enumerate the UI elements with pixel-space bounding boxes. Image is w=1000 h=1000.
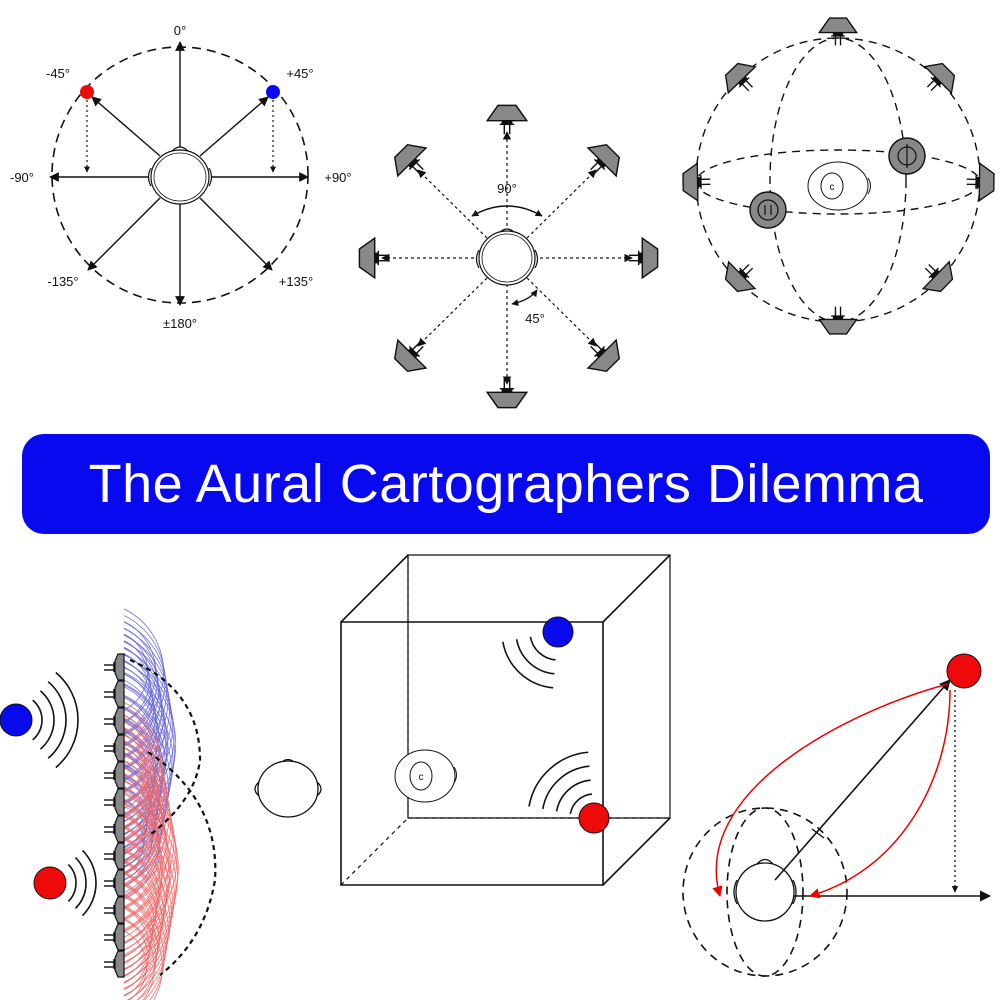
speaker-icon bbox=[682, 161, 711, 202]
speaker-icon bbox=[104, 734, 125, 762]
label-plus45: +45° bbox=[286, 66, 313, 81]
ring-arrows bbox=[381, 131, 633, 385]
speaker-icon bbox=[923, 62, 956, 95]
label-90deg: 90° bbox=[497, 181, 517, 196]
source-arcs bbox=[502, 636, 593, 815]
sphere-speakers bbox=[682, 17, 995, 335]
head-top-view bbox=[475, 228, 539, 286]
label-minus45: -45° bbox=[46, 66, 70, 81]
label-180: ±180° bbox=[163, 316, 197, 331]
blue-wave-envelope bbox=[129, 658, 202, 836]
head-standalone bbox=[254, 758, 322, 818]
label-plus90: +90° bbox=[324, 170, 351, 185]
head-top-view bbox=[147, 146, 213, 205]
speaker-icon bbox=[104, 950, 125, 978]
speaker-icon bbox=[104, 707, 125, 735]
label-plus135: +135° bbox=[279, 274, 313, 289]
source-arcs bbox=[32, 671, 97, 917]
speaker-icon bbox=[921, 260, 954, 293]
page-title: The Aural Cartographers Dilemma bbox=[88, 454, 924, 514]
azimuth-diagram: 0° -45° +45° -90° +90° -135° +135° ±180° bbox=[10, 23, 352, 331]
speaker-array bbox=[104, 653, 125, 978]
label-minus90: -90° bbox=[10, 170, 34, 185]
red-source-dot bbox=[80, 85, 94, 99]
blue-source-dot bbox=[266, 85, 280, 99]
speaker-front-left bbox=[749, 191, 787, 229]
head-mark-c: c bbox=[419, 772, 424, 783]
speaker-icon bbox=[485, 104, 529, 135]
red-source-dot bbox=[578, 802, 610, 834]
head-side-view bbox=[733, 858, 797, 922]
wave-field-diagram bbox=[0, 608, 217, 1000]
red-source-dot bbox=[33, 866, 67, 900]
angle-45-arc bbox=[511, 289, 538, 307]
speaker-icon bbox=[104, 869, 125, 897]
head-sphere-meridian bbox=[726, 807, 804, 977]
label-45deg: 45° bbox=[525, 311, 545, 326]
ring-speakers bbox=[358, 104, 659, 409]
title-banner: The Aural Cartographers Dilemma bbox=[22, 434, 990, 534]
blue-source-dot bbox=[0, 703, 33, 737]
speaker-icon bbox=[104, 923, 125, 951]
speaker-ring-diagram: 90° 45° bbox=[358, 104, 659, 409]
label-0deg: 0° bbox=[174, 23, 186, 38]
azimuth-arrows bbox=[49, 41, 309, 306]
label-minus135: -135° bbox=[47, 274, 78, 289]
angle-90-arc bbox=[471, 205, 543, 217]
speaker-icon bbox=[485, 378, 529, 409]
projection-lines bbox=[84, 100, 276, 173]
speaker-icon bbox=[817, 17, 859, 46]
head-mark-c: c bbox=[830, 182, 835, 193]
speaker-sphere-diagram: c bbox=[682, 17, 995, 335]
speaker-icon bbox=[586, 338, 621, 373]
red-source-dot bbox=[946, 653, 982, 689]
wavefronts bbox=[123, 608, 179, 1000]
speaker-icon bbox=[393, 338, 428, 373]
source-vector bbox=[774, 679, 951, 881]
elevation-diagram bbox=[682, 653, 992, 977]
speaker-icon bbox=[724, 62, 757, 95]
red-path-right bbox=[808, 689, 951, 899]
head-top-view bbox=[807, 161, 871, 211]
head-in-room bbox=[394, 749, 457, 803]
speaker-icon bbox=[104, 842, 125, 870]
speaker-icon bbox=[104, 815, 125, 843]
speaker-icon bbox=[104, 896, 125, 924]
speaker-icon bbox=[358, 236, 389, 280]
speaker-icon bbox=[817, 306, 859, 335]
speaker-icon bbox=[393, 143, 428, 178]
room-cube-diagram: c bbox=[340, 554, 671, 886]
speaker-icon bbox=[104, 761, 125, 789]
speaker-icon bbox=[724, 260, 757, 293]
speaker-icon bbox=[104, 653, 125, 681]
red-wave-envelope bbox=[147, 751, 217, 976]
speaker-front-right bbox=[888, 137, 926, 175]
tick-mark bbox=[811, 828, 825, 839]
red-path-left bbox=[712, 683, 949, 898]
blue-source-dot bbox=[542, 616, 574, 648]
speaker-icon bbox=[628, 236, 659, 280]
speaker-icon bbox=[586, 143, 621, 178]
speaker-icon bbox=[966, 161, 995, 202]
speaker-icon bbox=[104, 680, 125, 708]
speaker-icon bbox=[104, 788, 125, 816]
